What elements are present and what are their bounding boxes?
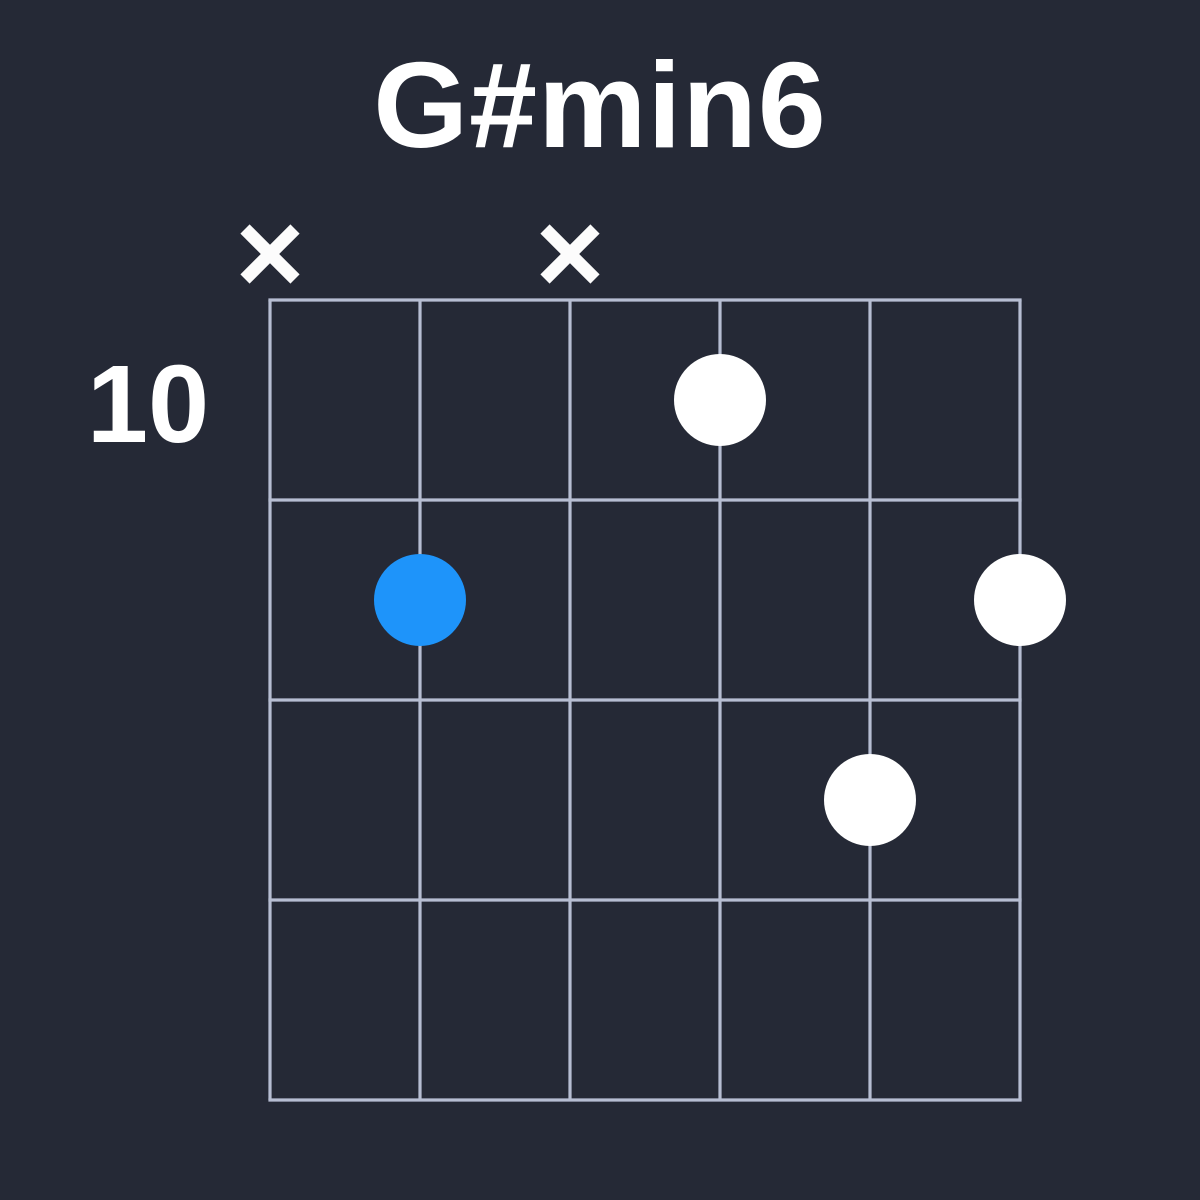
muted-string-icon (540, 224, 600, 284)
note-dot (674, 354, 766, 446)
note-dot (824, 754, 916, 846)
chord-title: G#min6 (373, 37, 827, 173)
muted-string-icon (240, 224, 300, 284)
note-dot (974, 554, 1066, 646)
base-fret-label: 10 (86, 342, 210, 466)
root-note-dot (374, 554, 466, 646)
